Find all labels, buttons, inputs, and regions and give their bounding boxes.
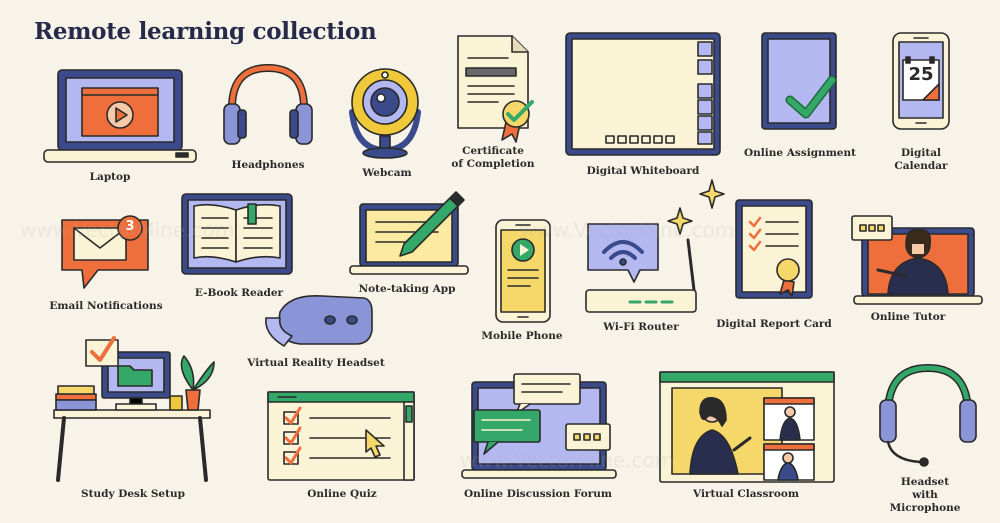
headset-icon: [879, 364, 977, 467]
label-quiz: Online Quiz: [307, 488, 377, 500]
label-email: Email Notifications: [49, 300, 163, 312]
label-forum: Online Discussion Forum: [463, 488, 613, 500]
reportcard-icon: [735, 199, 813, 299]
page-title: Remote learning collection: [34, 18, 377, 45]
quiz-icon: [267, 391, 415, 481]
label-headphones: Headphones: [231, 159, 305, 171]
phone-icon: [495, 219, 551, 323]
watermark: www.VectorMine.com: [520, 218, 735, 242]
whiteboard-icon: [565, 32, 721, 156]
certificate-icon: [457, 35, 534, 143]
label-laptop: Laptop: [89, 171, 131, 183]
label-assignment: Online Assignment: [744, 147, 856, 159]
label-desk: Study Desk Setup: [81, 488, 185, 500]
label-whiteboard: Digital Whiteboard: [586, 165, 700, 177]
calendar-icon: [892, 32, 950, 130]
label-tutor: Online Tutor: [870, 311, 946, 323]
forum-icon: [461, 373, 617, 479]
router-icon: [585, 179, 725, 313]
label-classroom: Virtual Classroom: [692, 488, 800, 500]
label-certificate: Certificate of Completion: [451, 145, 535, 170]
notetaking-icon: [349, 191, 469, 275]
label-phone: Mobile Phone: [481, 330, 563, 342]
laptop-icon: [43, 69, 197, 163]
vr-headset-icon: [265, 295, 373, 347]
ebook-icon: [181, 193, 293, 275]
headphones-icon: [223, 64, 313, 145]
email-icon: [61, 215, 149, 289]
calendar-date-text: 25: [908, 64, 934, 85]
email-badge-count: 3: [125, 219, 135, 234]
desk-icon: [53, 336, 215, 482]
label-webcam: Webcam: [362, 167, 412, 179]
assignment-icon: [761, 32, 837, 130]
watermark: www.VectorMine.com: [20, 218, 235, 242]
watermark: www.VectorMine.com: [460, 448, 675, 472]
label-calendar: Digital Calendar: [894, 147, 948, 172]
tutor-icon: [851, 215, 983, 305]
label-reportcard: Digital Report Card: [716, 318, 832, 330]
label-notetaking: Note-taking App: [358, 283, 456, 295]
label-vr: Virtual Reality Headset: [247, 357, 385, 369]
label-headset: Headset with Microphone: [889, 476, 961, 514]
webcam-icon: [349, 68, 421, 159]
label-ebook: E-Book Reader: [194, 287, 284, 299]
classroom-icon: [659, 371, 835, 483]
label-router: Wi-Fi Router: [603, 321, 679, 333]
